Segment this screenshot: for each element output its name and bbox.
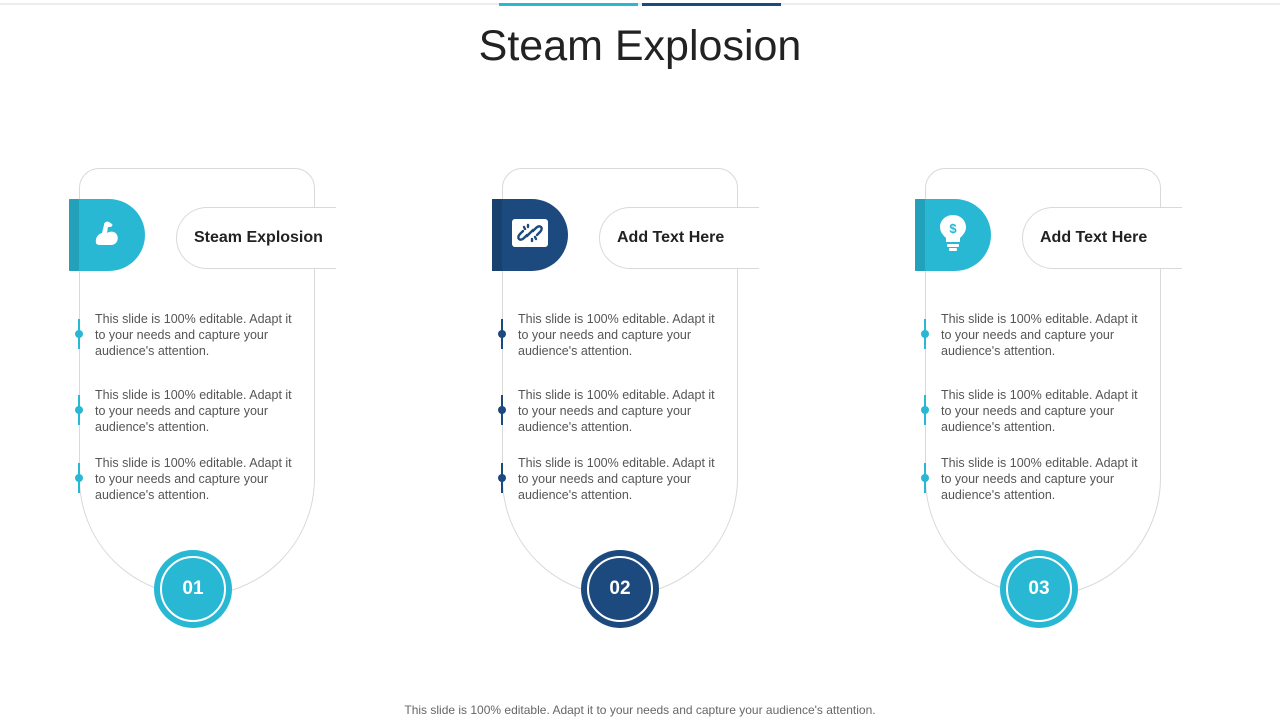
card-heading: Add Text Here [599,207,759,269]
card-heading: Add Text Here [1022,207,1182,269]
svg-text:$: $ [949,221,957,236]
bullet-marker [74,463,84,493]
slide-footer-note: This slide is 100% editable. Adapt it to… [404,703,876,717]
broken-link-icon [511,218,549,253]
step-number-badge: 03 [1000,550,1078,628]
bullet-marker [497,395,507,425]
card-item-text: This slide is 100% editable. Adapt it to… [941,312,1138,358]
step-number-badge: 02 [581,550,659,628]
card-item-text: This slide is 100% editable. Adapt it to… [518,312,715,358]
card-item-text: This slide is 100% editable. Adapt it to… [95,456,292,502]
top-accent-dark [642,3,781,6]
card-item-text: This slide is 100% editable. Adapt it to… [518,456,715,502]
card-heading: Steam Explosion [176,207,336,269]
card-1: Steam Explosion This slide is 100% edita… [68,168,336,630]
card-icon-tab: $ [915,199,991,271]
slide-title: Steam Explosion [478,22,802,70]
top-accent-light [499,3,638,6]
card-item-text: This slide is 100% editable. Adapt it to… [518,388,715,434]
bullet-marker [920,395,930,425]
bullet-marker [74,319,84,349]
top-divider [0,3,1280,5]
step-number: 01 [160,556,226,622]
step-number-badge: 01 [154,550,232,628]
step-number: 03 [1006,556,1072,622]
bullet-marker [920,463,930,493]
card-item-text: This slide is 100% editable. Adapt it to… [95,388,292,434]
card-item-text: This slide is 100% editable. Adapt it to… [941,456,1138,502]
lightbulb-dollar-icon: $ [938,213,968,258]
card-icon-tab [69,199,145,271]
card-item-text: This slide is 100% editable. Adapt it to… [95,312,292,358]
bullet-marker [497,463,507,493]
card-2: Add Text Here This slide is 100% editabl… [491,168,759,630]
bullet-marker [74,395,84,425]
flexed-arm-icon [90,216,124,255]
step-number: 02 [587,556,653,622]
card-3: $ Add Text Here This slide is 100% edita… [914,168,1182,630]
bullet-marker [497,319,507,349]
card-icon-tab [492,199,568,271]
bullet-marker [920,319,930,349]
card-item-text: This slide is 100% editable. Adapt it to… [941,388,1138,434]
